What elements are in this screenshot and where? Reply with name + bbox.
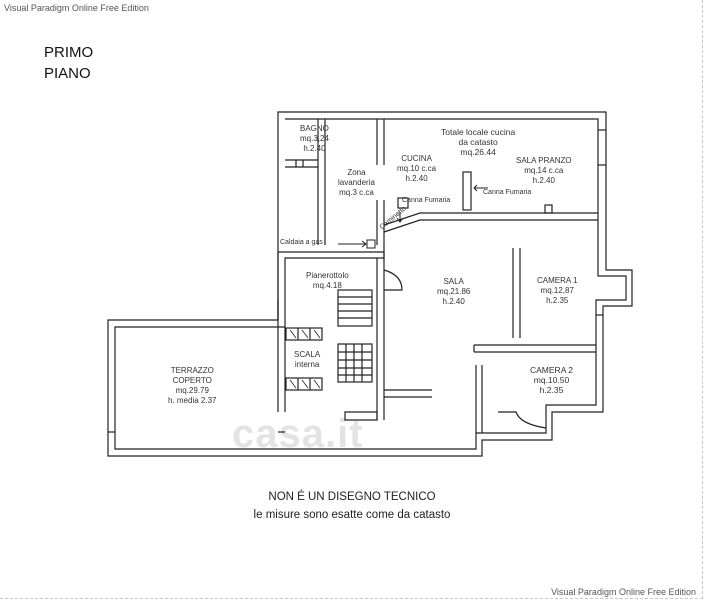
arrow-canna-fumaria-2 (473, 184, 488, 192)
terrazzo-line1: TERRAZZO (170, 366, 214, 375)
camera2-name: CAMERA 2 (530, 365, 573, 375)
watermark-bottom: Visual Paradigm Online Free Edition (551, 587, 696, 597)
pianerottolo-area: mq.4.18 (312, 281, 342, 290)
wall-bagno-bottom (285, 159, 319, 168)
canna-fumaria-block (462, 171, 472, 211)
wall-stair-right (376, 250, 385, 420)
stair-upper (337, 289, 373, 327)
wall-camera2-left (475, 365, 483, 433)
sala-pranzo-height: h.2.40 (532, 176, 555, 185)
cucina-area: mq.10 c.ca (397, 164, 437, 173)
caldaia-label: Caldaia a gas (280, 239, 323, 246)
canna-fumaria-label-1: Canna Fumaria (402, 197, 451, 204)
room-sala: SALA mq.21.86 h.2.40 (437, 277, 470, 307)
camera1-area: mq.12,87 (540, 286, 574, 295)
door-pianerottolo (383, 269, 403, 291)
pianerottolo-name: Pianerottolo (306, 271, 349, 280)
scala-line2: interna (294, 360, 320, 369)
terrazzo-area: mq.29.79 (175, 386, 209, 395)
floor-title: PRIMO PIANO (44, 42, 93, 84)
sala-height: h.2.40 (442, 297, 465, 306)
floor-title-line1: PRIMO (44, 44, 94, 61)
room-bagno: BAGNO mq.3,24 h.2.40 (300, 124, 329, 154)
totale-cucina-line2: da catasto (458, 137, 498, 147)
wall-bagno-right (317, 119, 326, 245)
note-line1: NON É UN DISEGNO TECNICO (268, 491, 436, 503)
scala-line1: SCALA (294, 350, 321, 359)
sala-area: mq.21.86 (437, 287, 471, 296)
watermark-top: Visual Paradigm Online Free Edition (4, 3, 149, 13)
outer-walls (107, 111, 633, 457)
door-camera2 (498, 411, 547, 429)
cucina-name: CUCINA (401, 154, 432, 163)
stair-lower-left (285, 327, 323, 341)
sala-name: SALA (443, 277, 464, 286)
totale-cucina-line1: Totale locale cucina (441, 127, 516, 137)
camera2-height: h.2.35 (539, 385, 564, 395)
totale-cucina-area: mq.26.44 (460, 147, 496, 157)
wall-camera2-top (474, 344, 596, 353)
room-camera1: CAMERA 1 mq.12,87 h.2.35 (537, 276, 577, 306)
room-zona-lavanderia: Zona lavanderia mq.3 c.ca (338, 168, 375, 198)
wall-lavanderia (376, 119, 385, 165)
cucina-height: h.2.40 (405, 174, 428, 183)
stair-middle (337, 343, 373, 383)
room-terrazzo: TERRAZZO COPERTO mq.29.79 h. media 2.37 (168, 366, 216, 406)
totale-cucina: Totale locale cucina da catasto mq.26.44 (441, 127, 515, 157)
bagno-height: h.2.40 (303, 144, 326, 153)
bagno-area: mq.3,24 (300, 134, 329, 143)
note-line2: le misure sono esatte come da catasto (253, 509, 451, 521)
sala-pranzo-name: SALA PRANZO (516, 156, 572, 165)
wall-camera1-left (512, 248, 521, 338)
wall-stair-bottom (344, 411, 378, 421)
terrazzo-line2: COPERTO (172, 376, 212, 385)
room-sala-pranzo: SALA PRANZO mq.14 c.ca h.2.40 (516, 156, 572, 186)
sala-pranzo-area: mq.14 c.ca (524, 166, 564, 175)
room-pianerottolo: Pianerottolo mq.4.18 (306, 271, 349, 291)
bagno-name: BAGNO (300, 124, 329, 133)
lavanderia-line2: lavanderia (338, 178, 375, 187)
wall-caminetto (383, 212, 520, 233)
lavanderia-line1: Zona (347, 168, 366, 177)
camera1-height: h.2.35 (546, 296, 569, 305)
canna-fumaria-label-2: Canna Fumaria (483, 189, 532, 196)
camera2-area: mq.10.50 (533, 375, 570, 385)
room-cucina: CUCINA mq.10 c.ca h.2.40 (397, 154, 436, 184)
arrow-canna-fumaria-1 (396, 212, 404, 223)
lavanderia-area: mq.3 c.ca (339, 188, 374, 197)
terrazzo-height: h. media 2.37 (168, 396, 217, 405)
stair-bottom-left (285, 377, 323, 391)
room-camera2: CAMERA 2 mq.10.50 h.2.35 (530, 365, 573, 395)
floor-title-line2: PIANO (44, 65, 91, 82)
arrow-caldaia (338, 240, 367, 248)
room-scala: SCALA interna (294, 350, 320, 370)
camera1-name: CAMERA 1 (537, 276, 578, 285)
